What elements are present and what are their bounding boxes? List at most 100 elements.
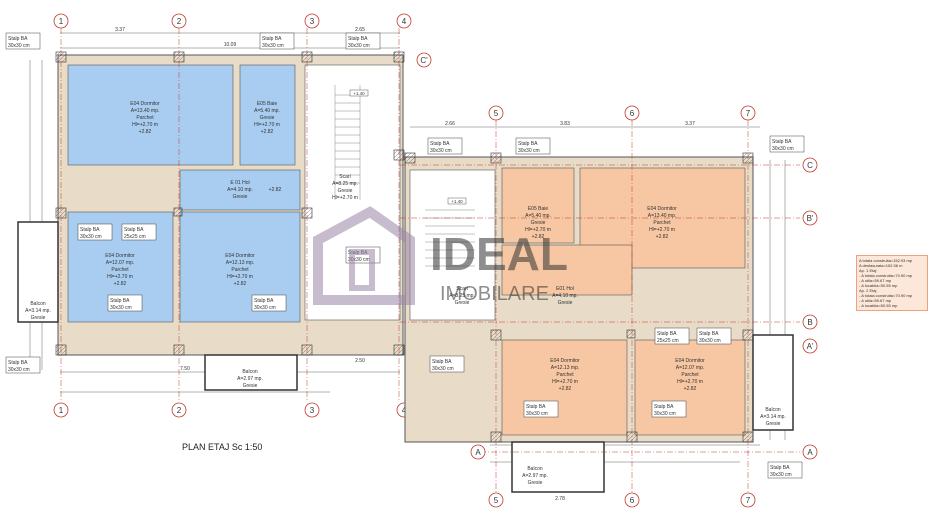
grid-bubble-b-prime bbox=[802, 210, 818, 226]
pillar-label: Stalp BA bbox=[430, 141, 450, 147]
room-area: A=12.13 mp. bbox=[551, 365, 580, 371]
pillar-label: Stalp BA bbox=[254, 298, 274, 304]
legend-line: Ap. 1 Etaj bbox=[859, 268, 877, 273]
pillar-size: 30x30 cm bbox=[432, 366, 454, 372]
room-floor: Parchet bbox=[556, 372, 574, 378]
grid-label: 2 bbox=[177, 406, 182, 415]
watermark: IDEAL IMOBILARE bbox=[313, 206, 568, 305]
left-room-hol bbox=[179, 169, 301, 211]
room-height: Hl=+2.70 m bbox=[552, 379, 578, 385]
room-height: Hl=+2.70 m bbox=[525, 227, 551, 233]
room-floor: Gresie bbox=[766, 421, 781, 427]
right-stairs bbox=[425, 209, 475, 267]
pillar-label: Stalp BA bbox=[124, 227, 144, 233]
room-area: A=13.40 mp. bbox=[648, 213, 677, 219]
grid-bubble-3-top bbox=[304, 13, 320, 29]
room-level: +2.82 bbox=[114, 281, 127, 287]
grid-bubble-2-top bbox=[171, 13, 187, 29]
room-floor: Parchet bbox=[231, 267, 249, 273]
grid-bubble-4-top bbox=[396, 13, 412, 29]
room-floor: Gresie bbox=[455, 300, 470, 306]
left-room-dormitor-1 bbox=[67, 64, 234, 166]
room-name: Balcon bbox=[30, 301, 46, 307]
grid-label: 4 bbox=[402, 406, 407, 415]
grid-label: 1 bbox=[59, 17, 64, 26]
grid-label: C bbox=[807, 161, 813, 170]
room-floor: Gresie bbox=[233, 194, 248, 200]
room-area: A=3.14 mp. bbox=[760, 414, 786, 420]
room-area: A=12.13 mp. bbox=[226, 260, 255, 266]
grid-label: B' bbox=[807, 214, 814, 223]
stair-level-marker: +1.40 +1.40 bbox=[349, 89, 467, 205]
room-level: +2.82 bbox=[559, 386, 572, 392]
grid-bubble-3-bottom bbox=[304, 402, 320, 418]
right-apartment: 5 6 7 5 6 7 C B' B A' A A 2.66 3.83 3.37… bbox=[349, 89, 818, 508]
grid-bubble-7-top bbox=[740, 105, 756, 121]
room-floor: Gresie bbox=[31, 315, 46, 321]
room-area: A=13.40 mp. bbox=[131, 108, 160, 114]
pillar-label: Stalp BA bbox=[110, 298, 130, 304]
room-floor: Gresie bbox=[243, 383, 258, 389]
pillar-size: 30x30 cm bbox=[8, 43, 30, 49]
grid-label: 1 bbox=[59, 406, 64, 415]
pillar-size: 30x30 cm bbox=[699, 338, 721, 344]
right-balcony-south bbox=[511, 441, 605, 493]
grid-bubble-1-top bbox=[53, 13, 69, 29]
grid-label: 5 bbox=[494, 496, 499, 505]
room-level: +2.82 bbox=[532, 234, 545, 240]
grid-label: 6 bbox=[630, 109, 635, 118]
room-area: A=2.97 mp. bbox=[237, 376, 263, 382]
pillar-label: Stalp BA bbox=[8, 36, 28, 42]
right-room-baie bbox=[501, 167, 575, 244]
pillar-size: 30x30 cm bbox=[348, 43, 370, 49]
pillar-label: Stalp BA bbox=[262, 36, 282, 42]
pillar-size: 25x25 cm bbox=[124, 234, 146, 240]
dimension-label: 2.78 bbox=[555, 496, 565, 502]
room-name: E05 Baie bbox=[528, 206, 549, 212]
room-area: A=12.07 mp. bbox=[106, 260, 135, 266]
room-floor: Parchet bbox=[681, 372, 699, 378]
pillar-label: Stalp BA bbox=[699, 331, 719, 337]
grid-label: A' bbox=[807, 342, 814, 351]
grid-bubble-c-prime bbox=[416, 52, 432, 68]
room-name: E 01 Hol bbox=[230, 180, 249, 186]
room-height: Hl=+2.70 m bbox=[107, 274, 133, 280]
legend-line: - A utila=59.67 mp bbox=[859, 298, 892, 303]
grid-bubble-a-prime bbox=[802, 338, 818, 354]
room-floor: Parchet bbox=[136, 115, 154, 121]
dimension-label: 2.50 bbox=[355, 358, 365, 364]
pillar-label: Stalp BA bbox=[80, 227, 100, 233]
legend-line: - A totala construita=70.90 mp bbox=[859, 273, 913, 278]
room-floor: Gresie bbox=[260, 115, 275, 121]
watermark-line-2: IMOBILARE bbox=[440, 283, 549, 305]
right-pillar-callouts: Stalp BA 30x30 cm Stalp BA 30x30 cm Stal… bbox=[427, 135, 805, 479]
room-level: +2.82 bbox=[684, 386, 697, 392]
room-level: +2.82 bbox=[269, 187, 282, 193]
pillar-size: 30x30 cm bbox=[518, 148, 540, 154]
room-name: E04 Dormitor bbox=[225, 253, 255, 259]
dimension-label: 3.83 bbox=[560, 121, 570, 127]
pillar-size: 30x30 cm bbox=[110, 305, 132, 311]
room-level: +2.82 bbox=[656, 234, 669, 240]
pillar-size: 30x30 cm bbox=[430, 148, 452, 154]
grid-bubble-7-bottom bbox=[740, 492, 756, 508]
room-area: A=8.25 mp. bbox=[449, 293, 475, 299]
room-height: Hl=+2.70 m bbox=[227, 274, 253, 280]
grid-label: B bbox=[807, 318, 812, 327]
room-height: Hl=+2.70 m bbox=[332, 195, 358, 201]
pillar-size: 30x30 cm bbox=[772, 146, 794, 152]
room-area: A=3.14 mp. bbox=[25, 308, 51, 314]
room-name: E05 Baie bbox=[257, 101, 278, 107]
dimension-label: 3.37 bbox=[115, 27, 125, 33]
room-floor: Parchet bbox=[653, 220, 671, 226]
dimension-label: 2.66 bbox=[445, 121, 455, 127]
dimension-label: 2.65 bbox=[355, 27, 365, 33]
room-area: A=12.07 mp. bbox=[676, 365, 705, 371]
room-height: Hl=+2.70 m bbox=[132, 122, 158, 128]
room-name: E04 Dormitor bbox=[130, 101, 160, 107]
grid-label: 3 bbox=[310, 406, 315, 415]
room-name: Scari bbox=[339, 174, 350, 180]
room-name: Scari bbox=[456, 286, 467, 292]
grid-label: A bbox=[807, 448, 813, 457]
